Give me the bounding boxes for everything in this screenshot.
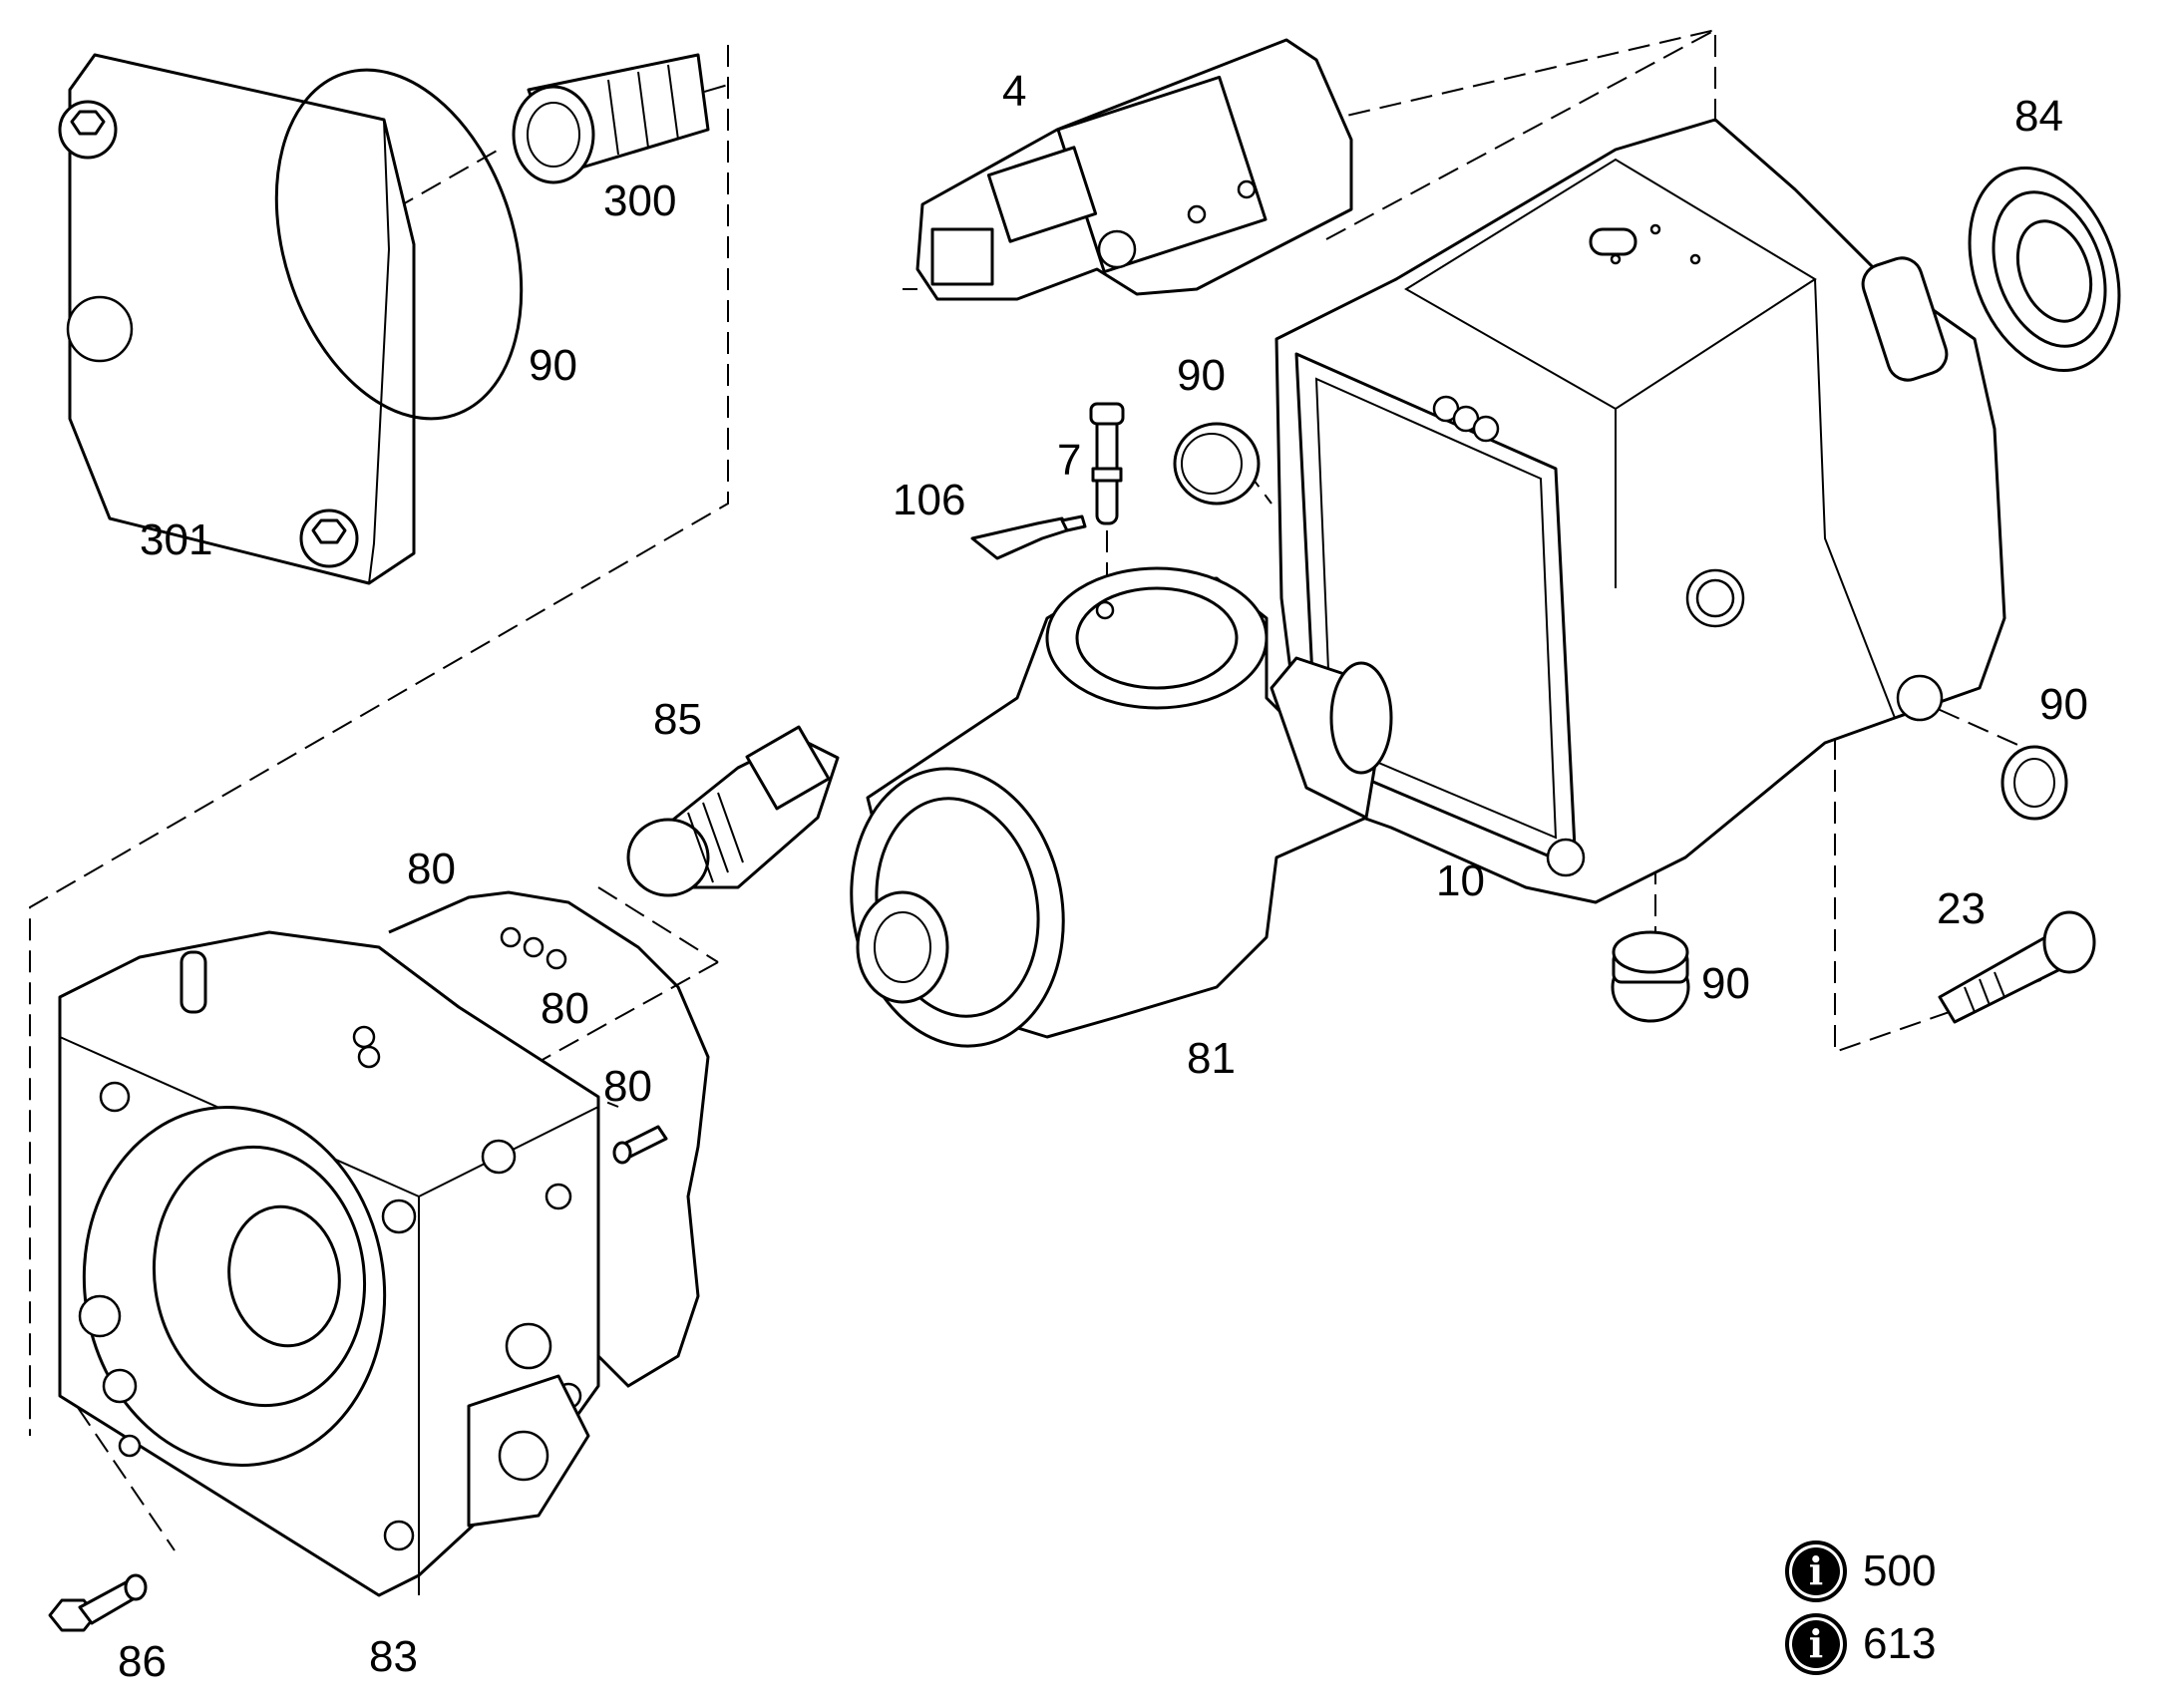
callout-81: 81 [1187,1034,1236,1083]
control-valve-4 [903,38,1353,301]
coupling-300 [512,53,710,184]
port-plate-83 [58,930,600,1597]
seal-rings-80 [500,926,567,970]
callout-85: 85 [653,695,702,744]
info-reference-number: 613 [1863,1619,1937,1668]
callout-90-right: 90 [2039,680,2088,729]
rotary-group-81 [850,566,1393,1048]
callout-90-bottom: 90 [1701,959,1750,1008]
info-icon: i [1785,1613,1847,1675]
callout-80-gasket: 80 [407,845,456,893]
fitting-86 [48,1573,148,1632]
callout-300: 300 [603,176,677,225]
callout-10: 10 [1436,856,1485,905]
plug-90-right [2000,745,2068,821]
shaft-seal-84 [1968,166,2121,373]
cover-plate-301 [58,53,416,585]
plug-90-bottom [1611,930,1690,1023]
callout-90-plug-top: 90 [1177,351,1226,400]
info-reference-613: i 613 [1785,1613,1936,1675]
valve-cartridge-85 [626,725,840,897]
callout-106: 106 [893,476,966,524]
info-reference-500: i 500 [1785,1540,1936,1602]
callout-23: 23 [1937,884,1986,933]
dowel-pin-80 [612,1125,668,1165]
callout-80-dowel-pin: 80 [603,1062,652,1111]
adhesive-tube-106 [970,514,1087,560]
callout-90-cover-ring: 90 [529,341,577,390]
info-icon: i [1785,1540,1847,1602]
callout-301: 301 [140,515,213,564]
cover-screw-bottom [299,509,359,568]
pin-7 [1089,402,1125,525]
callout-84: 84 [2014,92,2063,141]
callout-86: 86 [118,1637,167,1686]
info-reference-number: 500 [1863,1546,1937,1595]
cover-screw-top [58,100,118,160]
callout-80-seal-rings: 80 [541,984,589,1033]
gasket-80 [388,890,710,1388]
pump-housing-10 [1274,118,2006,904]
screw-23 [1938,910,2096,1024]
o-ring-cover [274,68,524,421]
callout-4: 4 [1002,67,1027,116]
callout-83: 83 [369,1632,418,1681]
plug-90-top [1173,422,1261,506]
callout-7: 7 [1057,436,1082,485]
